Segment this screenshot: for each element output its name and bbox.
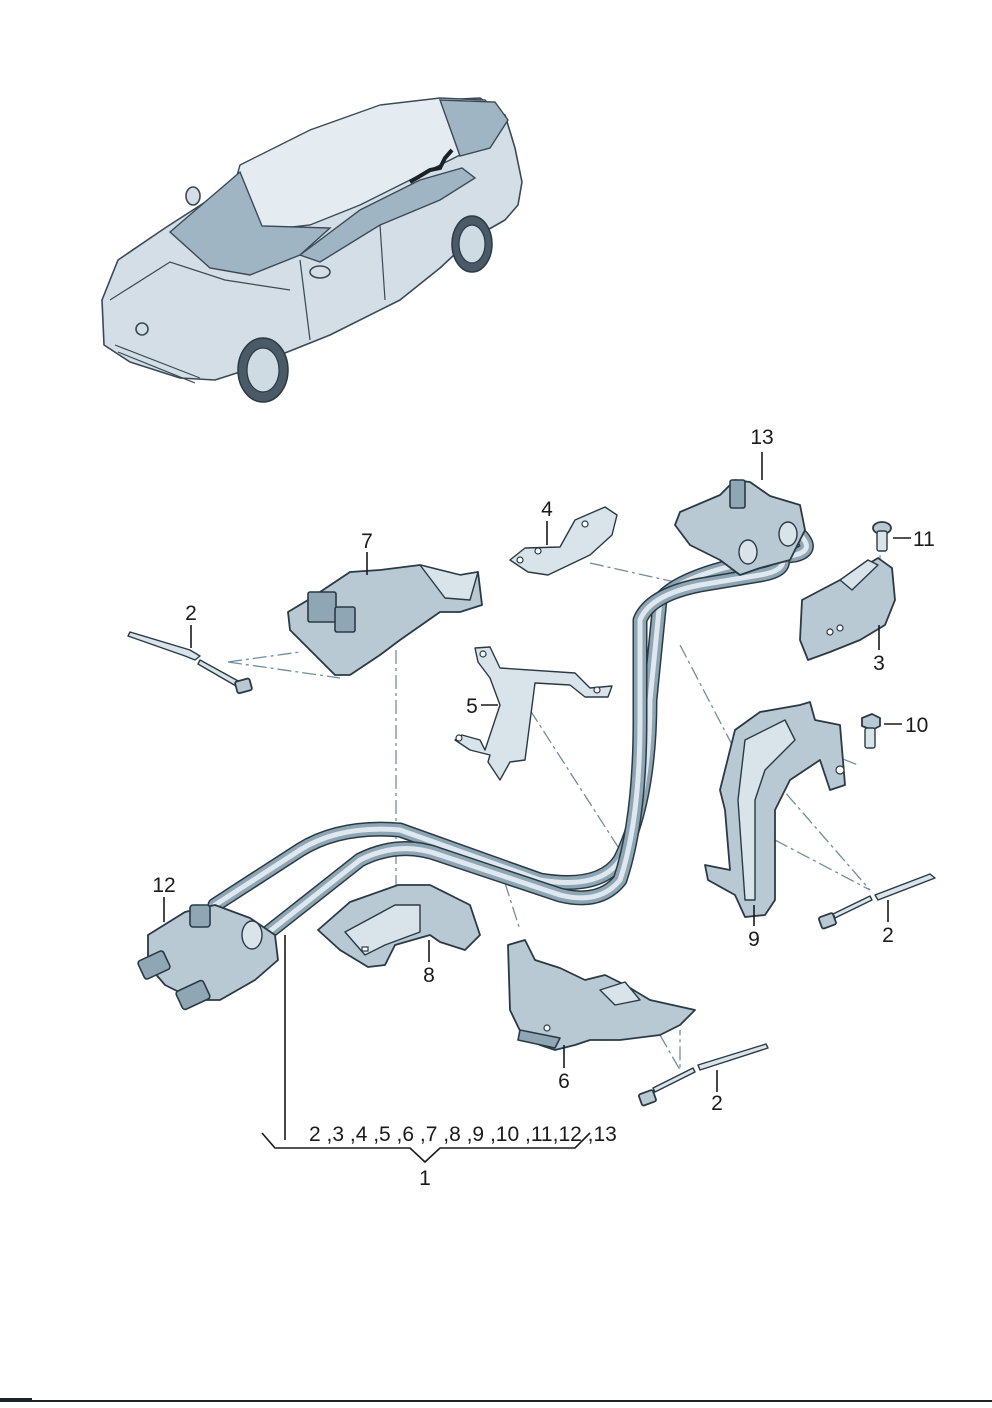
callout-9: 9 [748,928,760,951]
callout-4: 4 [541,498,553,521]
car-door-line [299,259,311,341]
car-mirror [309,265,331,279]
callout-2: 2 [882,924,894,947]
part-8-cable-tray[interactable] [317,884,481,968]
part-6-holder-base[interactable] [507,939,696,1051]
part-10-bolt[interactable] [861,713,881,749]
part-12-hv-connector[interactable] [137,904,279,1011]
dash-line [659,1030,681,1073]
dash-line [769,774,871,891]
callout-leaders [163,452,911,1164]
part-13-charging-connector[interactable] [674,479,806,576]
car-overview-illustration [101,97,523,403]
car-logo [135,322,149,336]
dash-line [504,882,521,931]
footer-rule [0,1400,992,1402]
car-rear-window [438,99,509,157]
part-2-cable-tie[interactable] [638,1043,769,1107]
assembly-bracket [261,1132,591,1164]
part-2-cable-tie[interactable] [818,873,936,930]
dash-line [529,709,621,851]
callout-11: 11 [913,528,935,551]
callout-13: 13 [750,426,773,449]
callout-2: 2 [185,602,197,625]
car-side-window [298,167,477,263]
dash-line [227,661,341,679]
callout-5: 5 [466,695,478,718]
car-mirror [185,186,201,206]
callout-12: 12 [152,874,175,897]
part-7-cable-guide[interactable] [287,564,483,676]
part-4-upper-bracket[interactable] [509,506,618,576]
callout-1: 1 [419,1167,431,1190]
dash-line [227,651,301,663]
callout-8: 8 [423,964,435,987]
car-grille [114,344,201,384]
part-3-cable-cover[interactable] [799,557,896,661]
dash-line [679,644,741,761]
part-2-cable-tie[interactable] [127,631,253,695]
part-11-screw[interactable] [872,521,892,552]
callout-6: 6 [558,1070,570,1093]
harness-location-highlight [408,148,454,184]
car-rear-rim [458,224,486,264]
callout-10: 10 [905,714,928,737]
dash-line [774,839,871,891]
part-9-cable-guide-channel[interactable] [704,701,846,918]
car-windshield [168,170,332,276]
part-5-support-bracket[interactable] [454,646,613,781]
callout-2: 2 [711,1092,723,1115]
callout-7: 7 [361,530,373,553]
car-hood-line [109,261,291,301]
callout-labels: 13 4 11 7 2 3 5 10 12 8 9 2 6 2 2 ,3 ,4 … [152,426,934,1190]
callout-3: 3 [873,652,885,675]
car-front-rim [246,347,280,393]
car-door-line [379,224,386,301]
assembly-includes-list: 2 ,3 ,4 ,5 ,6 ,7 ,8 ,9 ,10 ,11,12 ,13 [309,1123,617,1146]
